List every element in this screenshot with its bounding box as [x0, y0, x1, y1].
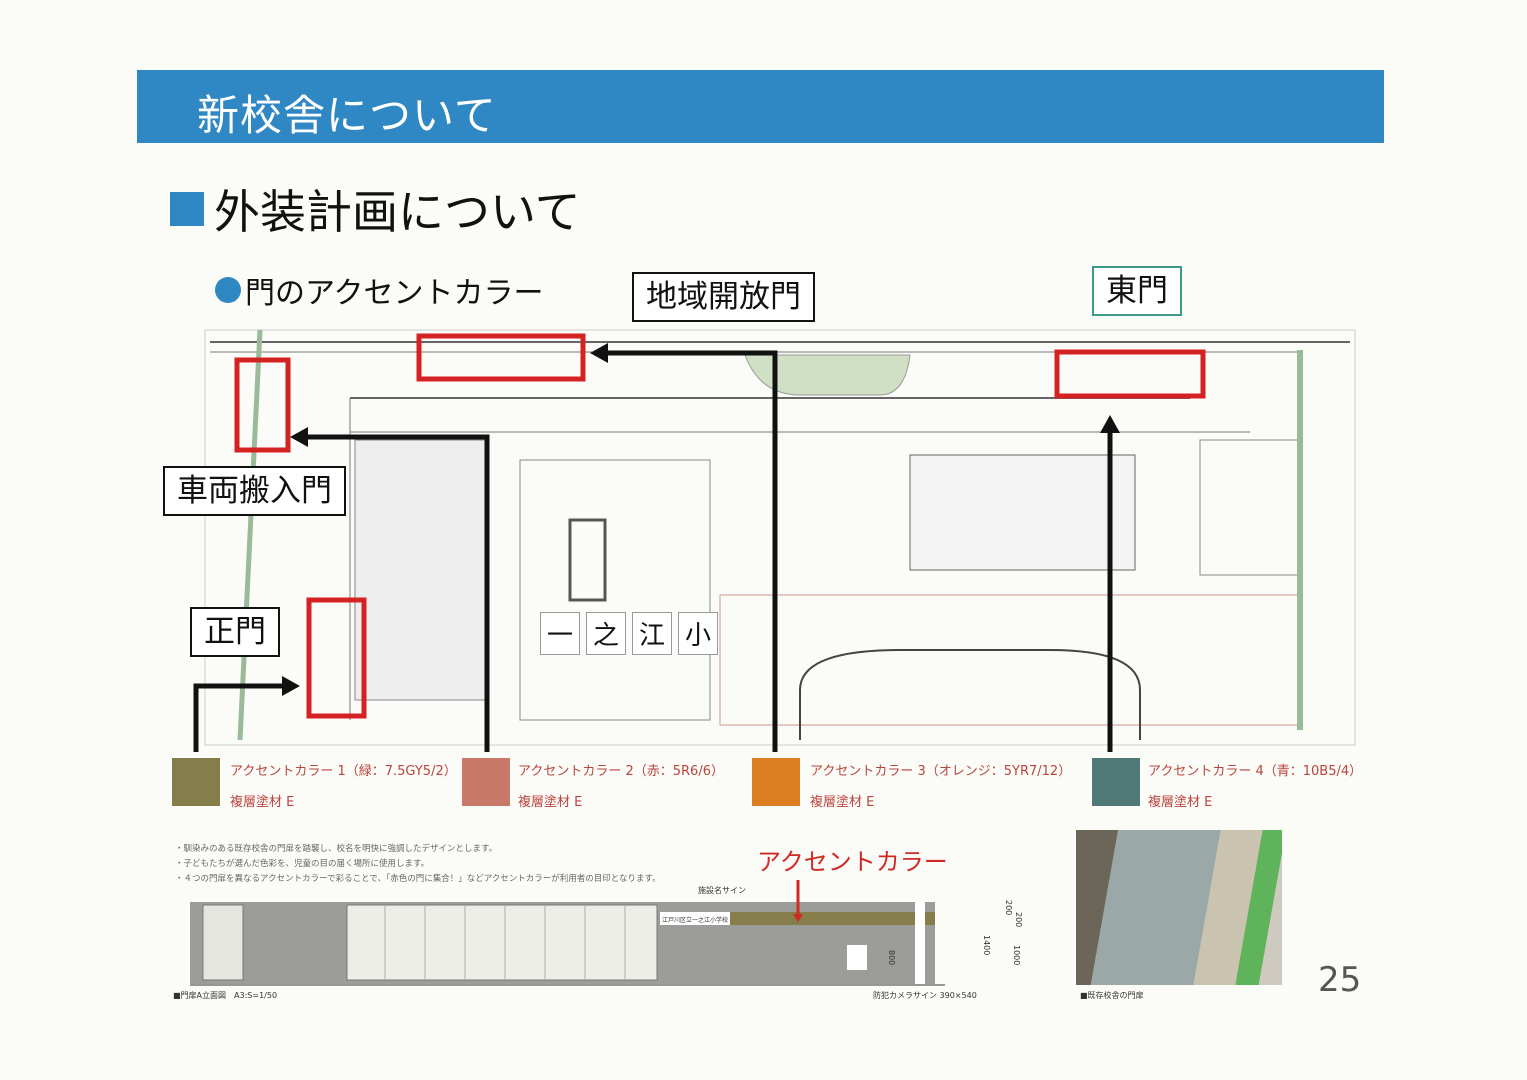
label-east-gate: 東門	[1092, 266, 1182, 316]
existing-gate-photo	[1076, 830, 1282, 985]
facility-sign-label: 施設名サイン	[698, 886, 746, 895]
school-char: 之	[586, 612, 627, 655]
accent-label-4: アクセントカラー 4（青：10B5/4）複層塗材 E	[1148, 764, 1363, 810]
accent-label-1: アクセントカラー 1（緑：7.5GY5/2）複層塗材 E	[230, 764, 457, 810]
gate-elevation-drawing	[190, 880, 945, 986]
dimension: 200	[1014, 912, 1023, 928]
subsection-title: 門のアクセントカラー	[245, 276, 544, 311]
accent-label-3: アクセントカラー 3（オレンジ：5YR7/12）複層塗材 E	[810, 764, 1072, 810]
dimension: 1400	[982, 935, 991, 956]
accent-callout: アクセントカラー	[757, 848, 948, 876]
elevation-caption: ■門扉A立面図 A3:S=1/50	[173, 991, 278, 1000]
note: ・馴染みのある既存校舎の門扉を踏襲し、校名を明快に強調したデザインとします。	[175, 844, 498, 854]
note: ・４つの門扉を異なるアクセントカラーで彩ることで、「赤色の門に集合！」などアクセ…	[175, 874, 661, 884]
camera-sign-label: 防犯カメラサイン 390×540	[873, 991, 977, 1000]
gate-arrows	[193, 350, 1113, 752]
page-number: 25	[1318, 960, 1362, 1000]
school-char: 江	[632, 612, 673, 655]
header-bar: 新校舎について	[137, 70, 1384, 143]
dimension: 800	[887, 950, 896, 966]
photo-caption: ■既存校舎の門扉	[1080, 991, 1144, 1000]
accent-label-2: アクセントカラー 2（赤：5R6/6）複層塗材 E	[518, 764, 724, 810]
section-title: 外装計画について	[214, 185, 581, 239]
circle-bullet-icon	[215, 277, 241, 303]
dimension: 200	[1004, 900, 1013, 916]
gate-highlight-boxes	[234, 333, 1206, 719]
square-bullet-icon	[170, 192, 204, 226]
accent-swatch-4	[1092, 758, 1140, 806]
school-name-sign: 一 之 江 小	[540, 612, 719, 655]
school-char: 一	[540, 612, 581, 655]
accent-swatch-1	[172, 758, 220, 806]
label-community-gate: 地域開放門	[632, 272, 815, 322]
accent-swatch-3	[752, 758, 800, 806]
accent-swatch-2	[462, 758, 510, 806]
dimension: 1000	[1012, 945, 1021, 966]
school-sign-text: 江戸川区立一之江小学校	[662, 917, 729, 924]
section-heading: 外装計画について	[170, 176, 581, 242]
note: ・子どもたちが選んだ色彩を、児童の目の届く場所に使用します。	[175, 859, 430, 869]
school-char: 小	[678, 612, 719, 655]
design-notes: ・馴染みのある既存校舎の門扉を踏襲し、校名を明快に強調したデザインとします。 ・…	[175, 842, 661, 887]
subsection-heading: 門のアクセントカラー	[215, 268, 544, 312]
header-title: 新校舎について	[197, 91, 497, 140]
label-main-gate: 正門	[190, 607, 280, 657]
label-vehicle-gate: 車両搬入門	[163, 466, 346, 516]
